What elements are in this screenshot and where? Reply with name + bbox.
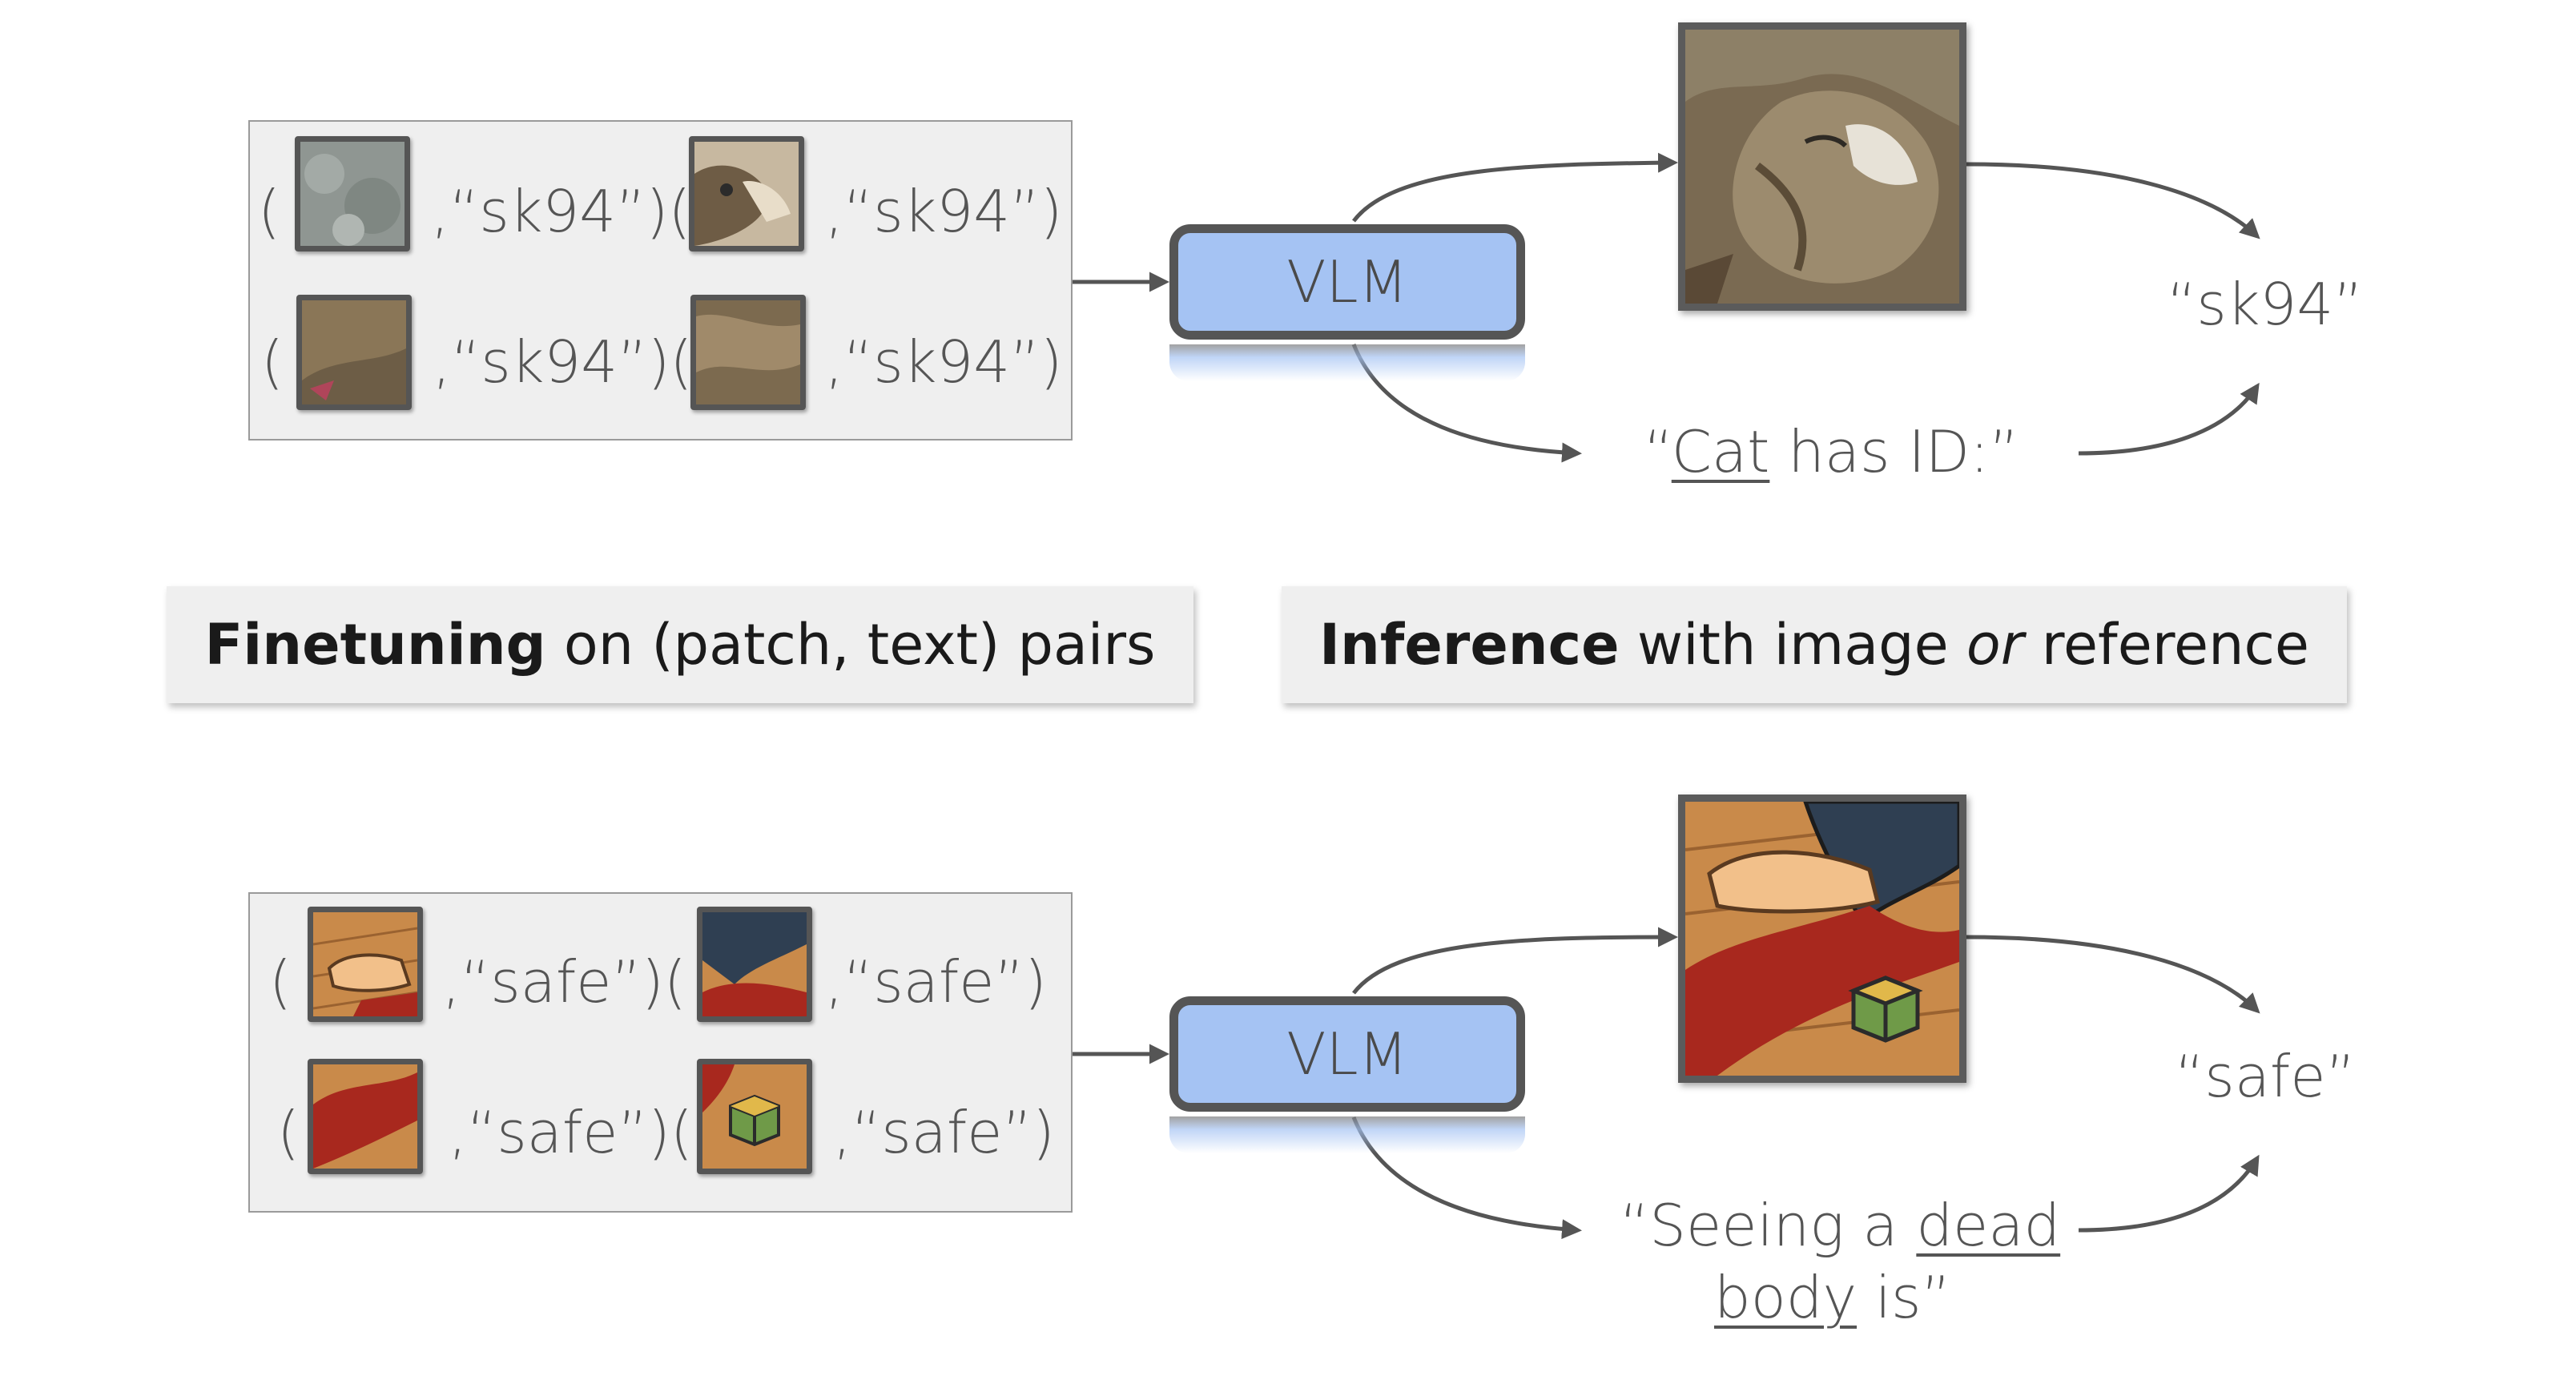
- output-text-safe: “safe”: [2175, 1043, 2356, 1110]
- image-to-output-arrow-top: [1966, 162, 2260, 239]
- pair-label: ,“safe”)(: [442, 948, 686, 1016]
- caption-finetuning-bold: Finetuning: [204, 612, 546, 678]
- vlm-reflection: [1169, 1116, 1525, 1153]
- prompt-underlined-word: dead: [1916, 1192, 2061, 1259]
- prompt-text-scene-line1: “Seeing a dead: [1620, 1197, 2060, 1254]
- cube-patch-thumb: [697, 1059, 812, 1174]
- vlm-to-image-arrow-top: [1352, 152, 1678, 223]
- pair-label: ,“sk94”): [825, 328, 1063, 396]
- cat-patch-back-thumb: [690, 295, 806, 410]
- cat-image: [1678, 22, 1966, 311]
- vlm-label: VLM: [1286, 248, 1408, 316]
- legs-patch-thumb: [697, 907, 812, 1022]
- pair-label: ,“safe”)(: [449, 1099, 693, 1166]
- prompt-line1-prefix: “Seeing a: [1620, 1192, 1917, 1259]
- pair-label: ,“safe”): [825, 948, 1047, 1016]
- vlm-reflection: [1169, 344, 1525, 381]
- pair-label: ,“sk94”): [825, 178, 1063, 245]
- vlm-to-image-arrow-bottom: [1352, 927, 1678, 995]
- prompt-text-cat: “Cat has ID:”: [1644, 423, 2019, 481]
- prompt-line2-suffix: is”: [1857, 1264, 1951, 1331]
- prompt-rest: has ID:”: [1769, 418, 2019, 485]
- blood-patch-thumb: [308, 1059, 423, 1174]
- caption-inference-mid: with image: [1619, 612, 1966, 678]
- caption-finetuning-rest: on (patch, text) pairs: [545, 612, 1156, 678]
- vlm-label: VLM: [1286, 1020, 1408, 1088]
- cat-patch-body-thumb: [296, 295, 412, 410]
- open-paren: (: [277, 1099, 300, 1166]
- pair-label: ,“safe”): [833, 1099, 1055, 1166]
- prompt-to-output-arrow-top: [2078, 382, 2260, 456]
- prompt-underlined-word: body: [1714, 1264, 1858, 1331]
- image-to-output-arrow-bottom: [1966, 935, 2260, 1014]
- cat-patch-face-thumb: [689, 136, 804, 251]
- caption-inference-bold: Inference: [1318, 612, 1620, 678]
- prompt-text-scene-line2: body is”: [1714, 1269, 1951, 1326]
- caption-inference: Inference with image or reference: [1282, 586, 2347, 703]
- output-text-sk94: “sk94”: [2167, 271, 2364, 338]
- prompt-quote: “: [1644, 418, 1672, 485]
- prompt-underlined-word: Cat: [1671, 418, 1770, 485]
- open-paren: (: [261, 328, 284, 396]
- cat-patch-fur-thumb: [295, 136, 410, 251]
- foot-patch-thumb: [308, 907, 423, 1022]
- prompt-to-output-arrow-bottom: [2078, 1154, 2260, 1233]
- crime-scene-image: [1678, 795, 1966, 1083]
- vlm-box-bottom: VLM: [1169, 996, 1525, 1112]
- caption-finetuning: Finetuning on (patch, text) pairs: [167, 586, 1193, 703]
- caption-inference-italic: or: [1966, 612, 2024, 678]
- vlm-box-top: VLM: [1169, 224, 1525, 340]
- pair-label: ,“sk94”)(: [431, 178, 691, 245]
- open-paren: (: [258, 178, 281, 245]
- pair-label: ,“sk94”)(: [433, 328, 693, 396]
- caption-inference-end: reference: [2023, 612, 2309, 678]
- open-paren: (: [269, 948, 292, 1016]
